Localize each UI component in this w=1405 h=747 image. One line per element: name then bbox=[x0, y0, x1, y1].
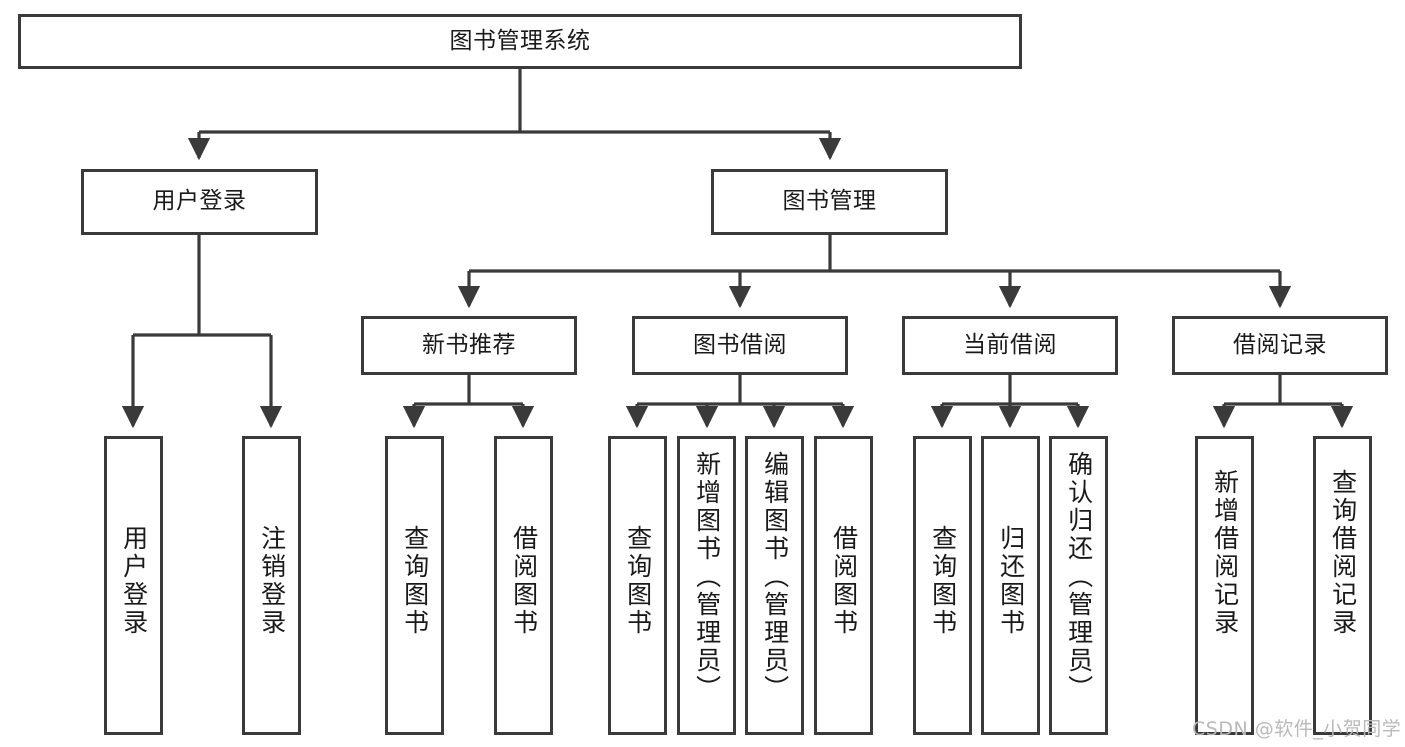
node-borrow-record-label: 借阅记录 bbox=[1233, 331, 1327, 358]
node-leaf-query-record[interactable]: 查询借阅记录 bbox=[1313, 436, 1372, 735]
node-leaf-confirm-return[interactable]: 确认归还（管理员） bbox=[1049, 436, 1108, 735]
node-new-book-recommend-label: 新书推荐 bbox=[422, 331, 516, 358]
node-user-login[interactable]: 用户登录 bbox=[81, 169, 318, 235]
node-leaf-borrow-book-2[interactable]: 借阅图书 bbox=[814, 436, 873, 735]
node-leaf-query-record-label: 查询借阅记录 bbox=[1328, 469, 1358, 637]
node-leaf-borrow-book-1-label: 借阅图书 bbox=[509, 525, 539, 637]
watermark: CSDN @软件_小贺同学 bbox=[1192, 718, 1402, 740]
node-user-login-label: 用户登录 bbox=[152, 188, 247, 215]
node-leaf-add-book[interactable]: 新增图书（管理员） bbox=[677, 436, 736, 735]
node-leaf-edit-book-label: 编辑图书（管理员） bbox=[760, 451, 790, 703]
node-leaf-add-record[interactable]: 新增借阅记录 bbox=[1195, 436, 1254, 735]
node-leaf-add-book-label: 新增图书（管理员） bbox=[692, 451, 722, 703]
node-leaf-edit-book[interactable]: 编辑图书（管理员） bbox=[745, 436, 804, 735]
node-book-borrow[interactable]: 图书借阅 bbox=[632, 316, 848, 375]
node-leaf-query-book-2-label: 查询图书 bbox=[623, 525, 653, 637]
node-leaf-add-record-label: 新增借阅记录 bbox=[1210, 469, 1240, 637]
node-current-borrow-label: 当前借阅 bbox=[963, 331, 1057, 358]
node-leaf-logout-login[interactable]: 注销登录 bbox=[242, 436, 301, 735]
node-leaf-borrow-book-1[interactable]: 借阅图书 bbox=[494, 436, 553, 735]
node-leaf-borrow-book-2-label: 借阅图书 bbox=[829, 525, 859, 637]
node-book-borrow-label: 图书借阅 bbox=[693, 331, 787, 358]
node-leaf-query-book-3[interactable]: 查询图书 bbox=[913, 436, 972, 735]
node-leaf-query-book-2[interactable]: 查询图书 bbox=[608, 436, 667, 735]
node-leaf-return-book[interactable]: 归还图书 bbox=[981, 436, 1040, 735]
node-root[interactable]: 图书管理系统 bbox=[18, 14, 1022, 69]
node-new-book-recommend[interactable]: 新书推荐 bbox=[361, 316, 577, 375]
node-leaf-logout-login-label: 注销登录 bbox=[257, 525, 287, 637]
node-leaf-query-book-1[interactable]: 查询图书 bbox=[385, 436, 444, 735]
node-leaf-query-book-1-label: 查询图书 bbox=[400, 525, 430, 637]
node-borrow-record[interactable]: 借阅记录 bbox=[1172, 316, 1388, 375]
node-root-label: 图书管理系统 bbox=[449, 27, 591, 54]
node-leaf-query-book-3-label: 查询图书 bbox=[928, 525, 958, 637]
node-leaf-user-login[interactable]: 用户登录 bbox=[104, 436, 163, 735]
node-leaf-user-login-label: 用户登录 bbox=[119, 525, 149, 637]
node-book-manage-label: 图书管理 bbox=[782, 188, 877, 215]
node-leaf-return-book-label: 归还图书 bbox=[996, 525, 1026, 637]
node-leaf-confirm-return-label: 确认归还（管理员） bbox=[1064, 451, 1094, 703]
node-current-borrow[interactable]: 当前借阅 bbox=[902, 316, 1118, 375]
node-book-manage[interactable]: 图书管理 bbox=[711, 169, 948, 235]
